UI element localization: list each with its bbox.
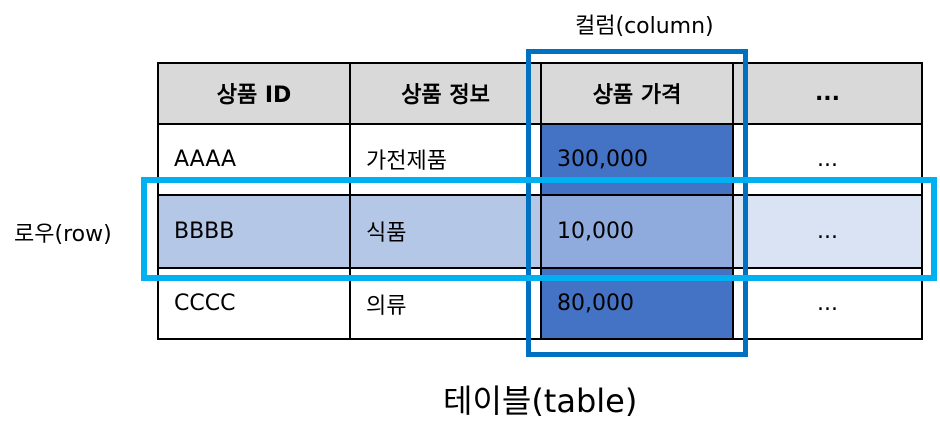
price-cell: 10,000 [541,195,733,267]
header-cell-product-info: 상품 정보 [350,63,541,123]
table-cell: CCCC [174,291,236,316]
table-gridline [540,62,542,340]
column-highlight-frame [526,49,748,357]
table-border-left [157,62,159,340]
column-label: 컬럼(column) [575,14,714,39]
table-cell: ... [733,195,922,267]
table-cell: AAAA [174,146,237,172]
table-cell: 식품 [350,195,541,267]
row-highlight-frame [141,177,937,281]
table-label: 테이블(table) [443,382,638,420]
header-cell-product-price: 상품 가격 [541,63,733,123]
table-cell: ... [817,146,838,172]
table-cell: ... [817,291,838,316]
table-cell: BBBB [158,195,350,267]
table-gridline [349,62,351,340]
row-label: 로우(row) [14,222,112,247]
table-gridline [732,62,734,340]
table-border-right [921,62,923,340]
table-cell: 가전제품 [366,149,447,174]
header-cell-product-id: 상품 ID [158,63,350,123]
table-cell: 의류 [366,293,407,319]
header-cell-more: ... [733,63,922,123]
